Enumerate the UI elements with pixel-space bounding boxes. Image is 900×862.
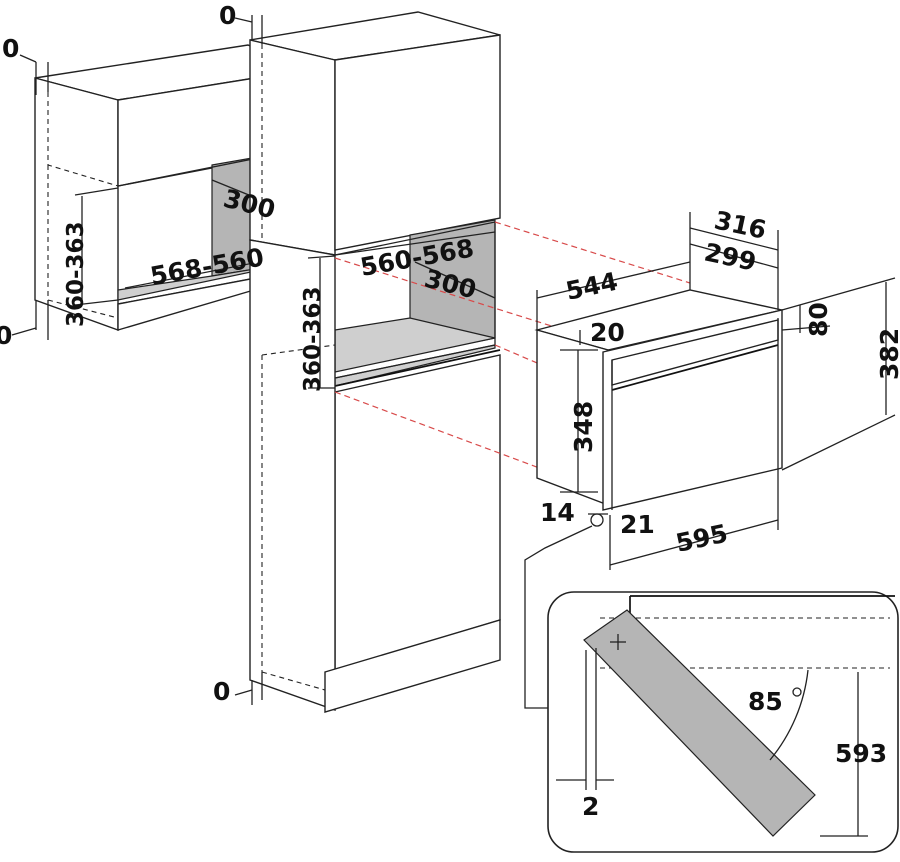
label-oven-panel-height: 80 — [804, 302, 833, 337]
label-wall-gap-top: 0 — [2, 34, 19, 63]
label-door-height: 593 — [835, 739, 887, 768]
detail-inset — [547, 591, 899, 853]
label-oven-total-height: 382 — [875, 328, 900, 380]
label-wall-height: 360-363 — [63, 221, 89, 327]
label-oven-side-offset: 14 — [540, 498, 575, 527]
oven — [524, 212, 896, 709]
label-oven-width-body: 544 — [563, 267, 620, 306]
label-oven-body-height: 348 — [569, 401, 598, 453]
label-oven-front-width: 595 — [673, 519, 730, 558]
tall-cabinet — [234, 11, 501, 713]
plus-mark-icon — [610, 634, 626, 650]
label-wall-gap-left: 0 — [0, 321, 12, 350]
label-oven-depth-total: 316 — [712, 206, 769, 245]
label-tall-height: 360-363 — [300, 286, 326, 392]
label-tall-gap-bottom: 0 — [213, 677, 230, 706]
degree-icon — [792, 687, 802, 697]
label-wall-gap-top2: 0 — [219, 1, 236, 30]
label-door-angle: 85 — [748, 687, 783, 716]
label-oven-front-offset: 21 — [620, 510, 655, 539]
label-oven-frame-top: 20 — [590, 318, 625, 347]
label-door-gap: 2 — [582, 792, 599, 821]
